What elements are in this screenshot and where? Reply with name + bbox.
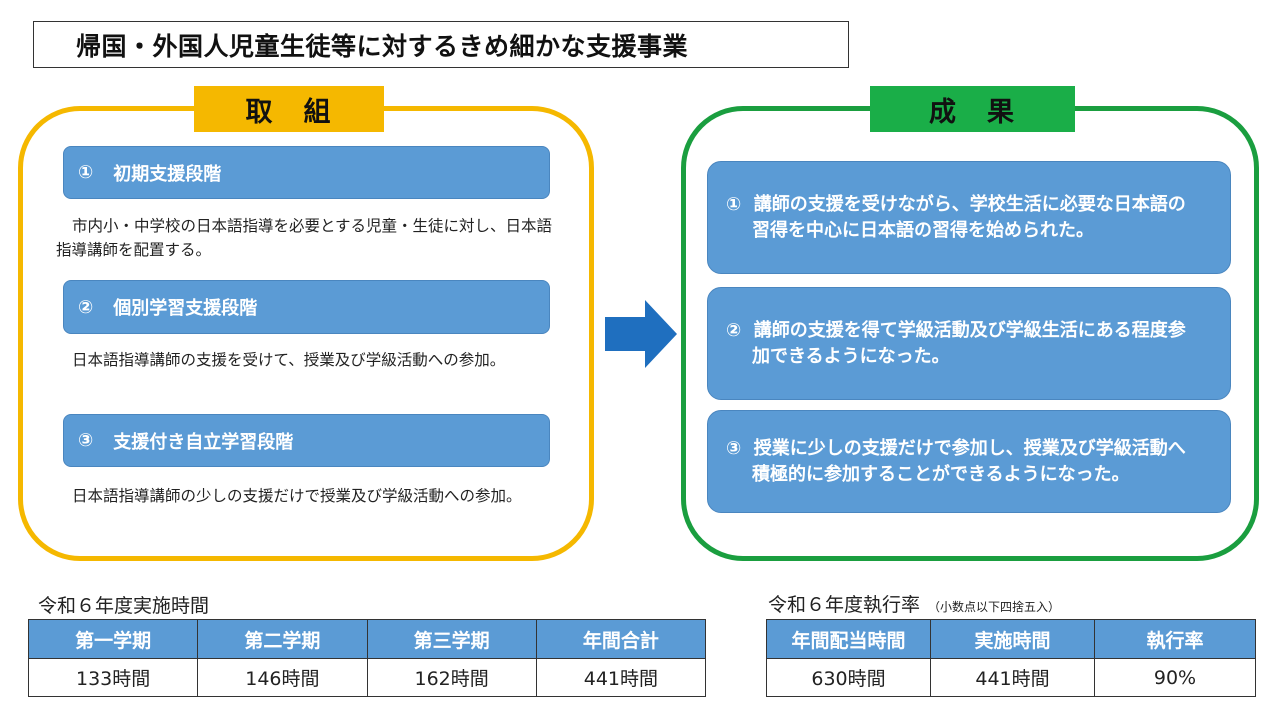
hours-value-cell: 162時間 [366,658,537,697]
outcome-3-text: 授業に少しの支援だけで参加し、授業及び学級活動へ積極的に参加することができるよう… [752,437,1186,485]
rate-value-cell: 90% [1094,658,1256,697]
hours-value-cell: 146時間 [197,658,368,697]
outcome-3-number: ③ [726,437,742,459]
step-1-bar: ① 初期支援段階 [63,146,550,199]
hours-value-cell: 441時間 [535,658,707,697]
initiatives-tag: 取 組 [194,86,384,132]
hours-value-row: 133時間 146時間 162時間 441時間 [27,658,707,697]
outcome-1: ① 講師の支援を受けながら、学校生活に必要な日本語の習得を中心に日本語の習得を始… [707,161,1231,274]
outcome-2: ② 講師の支援を得て学級活動及び学級生活にある程度参加できるようになった。 [707,287,1231,400]
rate-table: 年間配当時間 実施時間 執行率 630時間 441時間 90% [766,619,1256,697]
rate-value-cell: 630時間 [766,658,931,697]
rate-caption-note: （小数点以下四捨五入） [928,600,1061,614]
hours-header-cell: 第二学期 [197,619,368,659]
hours-header-cell: 第三学期 [366,619,537,659]
step-3-description: 日本語指導講師の少しの支援だけで授業及び学級活動への参加。 [72,487,522,505]
step-2-bar: ② 個別学習支援段階 [63,280,550,334]
step-2-number: ② [78,296,94,318]
outcome-1-text: 講師の支援を受けながら、学校生活に必要な日本語の習得を中心に日本語の習得を始めら… [752,193,1186,241]
rate-header-cell: 執行率 [1094,619,1256,659]
outcome-1-number: ① [726,193,742,215]
hours-table: 第一学期 第二学期 第三学期 年間合計 133時間 146時間 162時間 44… [27,619,707,697]
step-2-label: 個別学習支援段階 [113,298,258,319]
step-1-number: ① [78,162,94,183]
outcome-2-text: 講師の支援を得て学級活動及び学級生活にある程度参加できるようになった。 [752,319,1186,367]
rate-caption-text: 令和６年度執行率 [768,594,921,616]
hours-table-caption: 令和６年度実施時間 [38,595,210,617]
rate-table-caption: 令和６年度執行率 （小数点以下四捨五入） [768,590,1060,617]
rate-header-row: 年間配当時間 実施時間 執行率 [766,619,1256,659]
step-1-description: 市内小・中学校の日本語指導を必要とする児童・生徒に対し、日本語指導講師を配置する… [56,217,553,259]
hours-value-cell: 133時間 [27,658,199,697]
step-3-label: 支援付き自立学習段階 [113,431,294,453]
step-2-description: 日本語指導講師の支援を受けて、授業及び学級活動への参加。 [72,351,506,369]
rate-value-cell: 441時間 [930,658,1095,697]
page-title: 帰国・外国人児童生徒等に対するきめ細かな支援事業 [33,21,849,68]
right-arrow-icon [605,300,677,368]
results-tag: 成 果 [870,86,1075,132]
step-1-label: 初期支援段階 [113,163,222,185]
outcome-2-number: ② [726,319,742,341]
hours-header-row: 第一学期 第二学期 第三学期 年間合計 [27,619,707,659]
outcome-3: ③ 授業に少しの支援だけで参加し、授業及び学級活動へ積極的に参加することができる… [707,410,1231,513]
step-3-number: ③ [78,430,94,451]
hours-header-cell: 年間合計 [535,619,707,659]
hours-header-cell: 第一学期 [27,619,199,659]
rate-header-cell: 実施時間 [930,619,1095,659]
rate-header-cell: 年間配当時間 [766,619,931,659]
step-3-bar: ③ 支援付き自立学習段階 [63,414,550,467]
rate-value-row: 630時間 441時間 90% [766,658,1256,697]
